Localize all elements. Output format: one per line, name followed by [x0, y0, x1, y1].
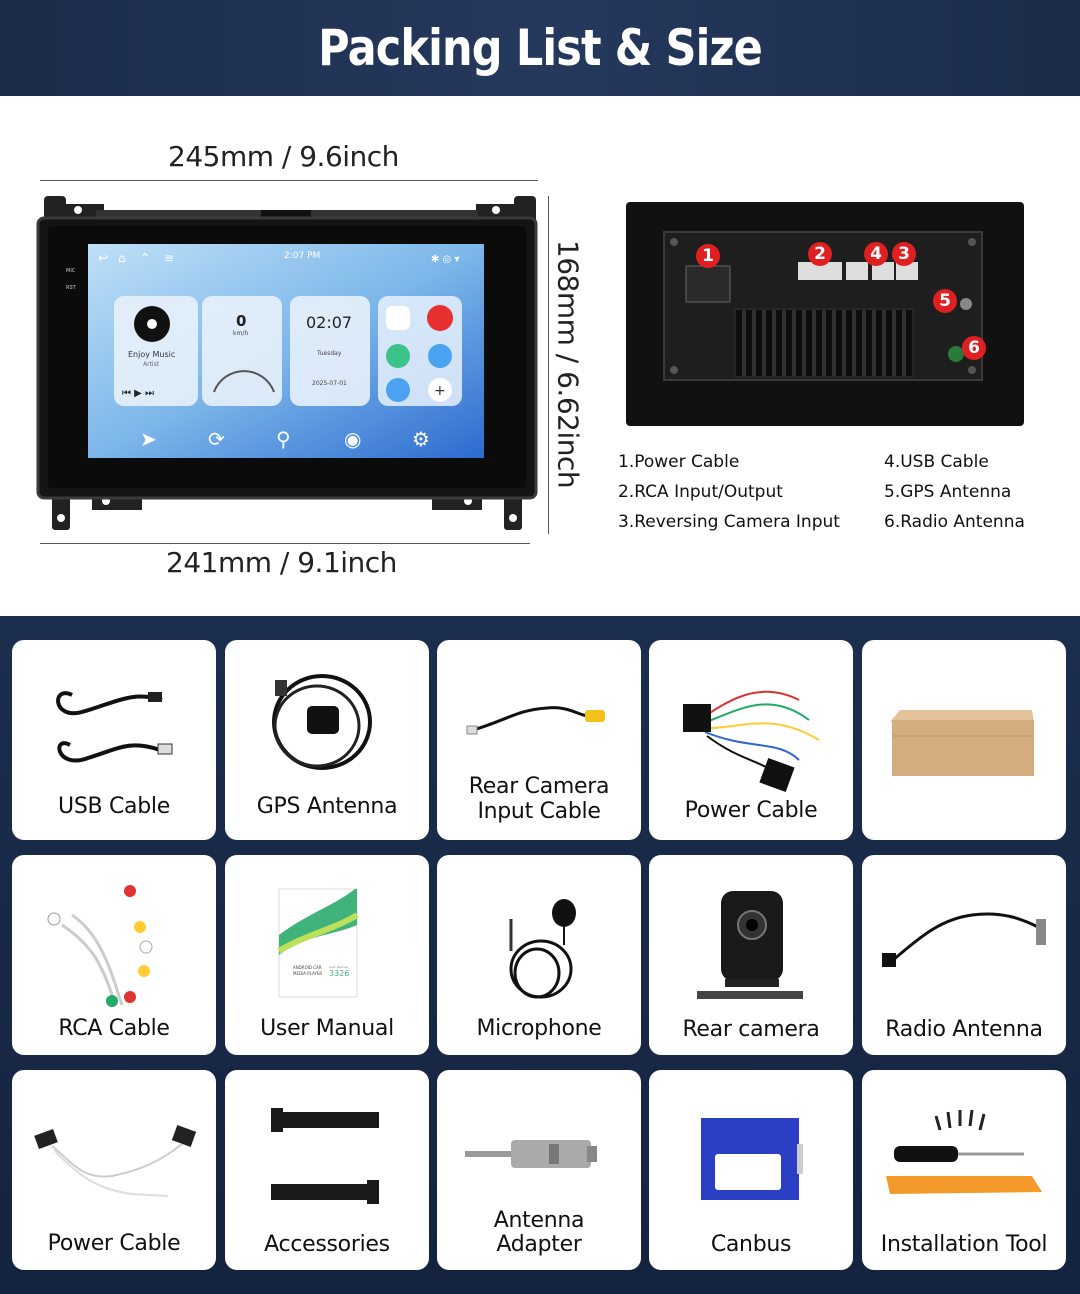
top-width-label: 245mm / 9.6inch [168, 140, 399, 173]
connector-legend-left: 1.Power Cable 2.RCA Input/Output 3.Rever… [618, 447, 840, 537]
bottom-width-line [40, 543, 530, 544]
music-title: Enjoy Music [128, 350, 176, 359]
top-width-line [40, 180, 538, 181]
item-label-antenna-adapter-line2: Adapter [496, 1232, 582, 1257]
item-label-installation-tool: Installation Tool [880, 1232, 1048, 1257]
svg-text:+: + [434, 383, 446, 399]
item-card-gps-antenna: GPS Antenna [225, 640, 429, 840]
item-label-accessories: Accessories [264, 1232, 390, 1257]
item-label-rca-cable: RCA Cable [58, 1016, 170, 1041]
vent-grille [736, 310, 912, 376]
item-card-user-manual: ANDROID CAR MEDIA PLAYER User Manual 332… [225, 855, 429, 1055]
svg-text:⌂: ⌂ [118, 251, 126, 265]
connector-marker-1: 1 [696, 244, 720, 268]
item-card-installation-tool: Installation Tool [862, 1070, 1066, 1270]
item-label-rear-camera: Rear camera [682, 1017, 820, 1042]
svg-text:⚲: ⚲ [276, 427, 291, 451]
item-card-radio-antenna: Radio Antenna [862, 855, 1066, 1055]
item-label-power-cable-2: Power Cable [47, 1231, 181, 1256]
item-label-usb-cable: USB Cable [58, 794, 170, 819]
item-label-power-cable-harness: Power Cable [684, 798, 818, 823]
legend-item-usb-cable: 4.USB Cable [884, 452, 989, 472]
svg-text:⌃: ⌃ [140, 251, 150, 265]
connector-marker-6: 6 [962, 336, 986, 360]
legend-item-reversing-camera: 3.Reversing Camera Input [618, 512, 840, 532]
speed-value: 0 [236, 312, 247, 330]
manual-code: 3326 [329, 969, 350, 978]
rst-label: RST [66, 285, 76, 291]
connector-marker-3: 3 [892, 242, 916, 266]
legend-item-rca: 2.RCA Input/Output [618, 482, 783, 502]
manual-line1: ANDROID CAR [293, 965, 322, 970]
bottom-width-label: 241mm / 9.1inch [166, 546, 397, 579]
legend-item-radio-antenna: 6.Radio Antenna [884, 512, 1025, 532]
legend-item-power-cable: 1.Power Cable [618, 452, 740, 472]
mic-label: MIC [66, 268, 76, 274]
clock-day: Tuesday [317, 350, 342, 357]
item-card-usb-cable: USB Cable [12, 640, 216, 840]
clock-value: 02:07 [306, 313, 353, 332]
item-label-gps-antenna: GPS Antenna [256, 794, 398, 819]
svg-text:↩: ↩ [98, 251, 108, 265]
clock-date: 2025-07-01 [312, 380, 347, 387]
item-card-box [862, 640, 1066, 840]
connector-marker-4: 4 [864, 242, 888, 266]
connector-marker-2: 2 [808, 242, 832, 266]
manual-line2: MEDIA PLAYER [293, 971, 323, 976]
item-card-rca-cable: RCA Cable [12, 855, 216, 1055]
screen-time: 2:07 PM [284, 251, 321, 261]
item-label-user-manual: User Manual [260, 1016, 394, 1041]
svg-text:⟳: ⟳ [208, 427, 225, 451]
item-label-canbus: Canbus [710, 1232, 792, 1257]
manual-small: User Manual [329, 965, 348, 969]
legend-item-gps-antenna: 5.GPS Antenna [884, 482, 1012, 502]
item-card-rear-camera: Rear camera [649, 855, 853, 1055]
head-unit-front: ↩ ⌂ ⌃ ≡ ✱ ◎ ▾ + ⏮ ▶ ⏭ ➤ ⟳ ⚲ [36, 196, 538, 532]
page-title: Packing List & Size [318, 19, 763, 77]
item-card-power-cable-harness: Power Cable [649, 640, 853, 840]
header-banner: Packing List & Size [0, 0, 1080, 96]
head-unit-back: 1 2 4 3 5 6 [624, 200, 1026, 428]
svg-text:➤: ➤ [140, 427, 157, 451]
speed-unit: km/h [233, 330, 249, 337]
svg-text:✱ ◎ ▾: ✱ ◎ ▾ [431, 254, 459, 265]
item-card-microphone: Microphone [437, 855, 641, 1055]
svg-text:≡: ≡ [164, 251, 174, 265]
item-label-microphone: Microphone [476, 1016, 602, 1041]
item-card-power-cable-2: Power Cable [12, 1070, 216, 1270]
item-label-radio-antenna: Radio Antenna [885, 1017, 1043, 1042]
height-label: 168mm / 6.62inch [551, 239, 585, 489]
svg-text:⚙: ⚙ [412, 427, 430, 451]
item-card-canbus: Canbus [649, 1070, 853, 1270]
item-label-antenna-adapter-line1: Antenna [493, 1208, 585, 1233]
item-label-rear-camera-line2: Input Cable [477, 799, 601, 824]
item-label-rear-camera-line1: Rear Camera [468, 774, 610, 799]
music-artist: Artist [143, 361, 160, 368]
item-card-antenna-adapter: Antenna Adapter [437, 1070, 641, 1270]
connector-legend-right: 4.USB Cable 5.GPS Antenna 6.Radio Antenn… [884, 447, 1025, 537]
height-line [548, 196, 549, 534]
item-card-accessories: Accessories [225, 1070, 429, 1270]
item-card-rear-camera-input-cable: Rear Camera Input Cable [437, 640, 641, 840]
svg-text:◉: ◉ [344, 427, 361, 451]
connector-marker-5: 5 [933, 289, 957, 313]
svg-text:⏮ ▶ ⏭: ⏮ ▶ ⏭ [122, 388, 154, 399]
